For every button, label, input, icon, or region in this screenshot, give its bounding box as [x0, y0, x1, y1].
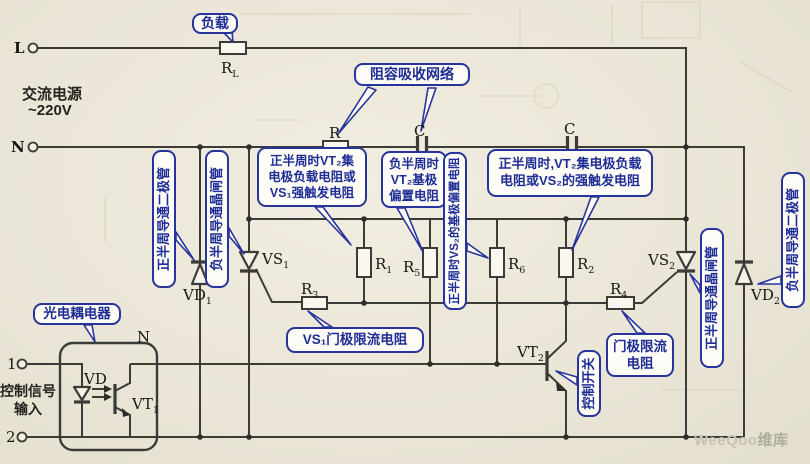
load-callout: 负载	[192, 13, 238, 34]
vs2-callout: 正半周导通晶闸管	[700, 228, 724, 368]
resistor-R2-symbol	[558, 247, 574, 278]
vt2-label: VT2	[517, 343, 544, 364]
terminal-2-label: 2	[6, 428, 16, 446]
thyristor-VS2-symbol	[675, 250, 697, 273]
coupler-arrow	[83, 324, 96, 343]
photocoupler-outline	[58, 341, 159, 452]
gate-row-wire	[327, 271, 678, 304]
resistor-R4-symbol	[606, 296, 635, 310]
terminal-L	[27, 42, 39, 54]
r6-label: R6	[508, 255, 526, 276]
transistor-VT2-symbol	[545, 351, 566, 391]
vd-led-label: VD	[84, 370, 107, 388]
coupler-wires	[27, 363, 131, 437]
snubber-arrow-c	[420, 87, 437, 132]
n-terminal-label: N	[11, 138, 25, 156]
ac-source-label: 交流电源	[22, 86, 83, 103]
vs2-label: VS2	[648, 251, 676, 272]
c2-label: C	[564, 120, 576, 138]
terminal-2	[16, 431, 28, 443]
vd2-label: VD2	[751, 286, 780, 307]
vs1-arrow	[228, 227, 245, 255]
coupler-n-label: N	[137, 328, 151, 346]
resistor-R5-symbol	[422, 247, 438, 278]
paper-bleed-artifacts	[104, 1, 793, 391]
vd1-callout: 正半周导通二极管	[152, 150, 176, 288]
snubber-callout: 阻容吸收网络	[354, 63, 470, 86]
r4-label: R4	[610, 280, 628, 301]
led-VD-symbol	[72, 385, 112, 404]
terminal-1	[16, 358, 28, 370]
n-line-wire	[38, 146, 745, 437]
coupler-callout: 光电耦电器	[33, 303, 121, 325]
vt2-callout: 控制开关	[577, 350, 601, 417]
vt2-arrow	[555, 370, 578, 386]
vs2-arrow	[689, 273, 701, 294]
snubber-arrow-r	[337, 86, 377, 135]
resistor-R1-symbol	[356, 247, 372, 278]
resistor-R6-symbol	[489, 247, 505, 278]
r5-label: R5	[403, 258, 421, 279]
r3-callout: VS₁门极限流电阻	[286, 327, 424, 353]
diode-VD2-symbol	[734, 260, 754, 286]
junction-dots	[197, 144, 689, 440]
terminals	[16, 42, 39, 443]
control-input-label-1: 控制信号	[0, 383, 56, 399]
c1-label: C	[414, 122, 426, 140]
l-terminal-label: L	[14, 39, 25, 57]
vd1-label: VD1	[183, 286, 212, 307]
vs1-callout: 负半周导通晶闸管	[205, 150, 229, 288]
thyristor-VS1-symbol	[238, 250, 260, 273]
phototransistor-VT1-symbol	[113, 384, 130, 417]
terminal-1-label: 1	[7, 355, 17, 373]
callout-arrows	[83, 30, 782, 386]
terminal-N	[27, 141, 39, 153]
rl-label: RL	[221, 59, 239, 80]
r6-arrow	[466, 242, 489, 259]
r2-label: R2	[577, 255, 595, 276]
resistor-RL-symbol	[219, 41, 247, 55]
vs1-label: VS1	[262, 250, 290, 271]
ac-voltage-label: ~220V	[28, 102, 72, 119]
r3-label: R3	[301, 280, 319, 301]
r1-arrow	[314, 206, 352, 246]
control-input-label-2: 输入	[14, 401, 42, 417]
r4-callout: 门极限流电阻	[606, 333, 674, 377]
resistor-leads-wire	[363, 219, 567, 364]
component-symbols	[72, 41, 754, 417]
r-snubber-label: R	[329, 124, 341, 142]
vd2-callout: 负半周导通二极管	[781, 172, 805, 308]
r1-label: R1	[375, 255, 393, 276]
resistor-R3-symbol	[301, 296, 328, 310]
watermark: WeeQoo维库	[694, 432, 789, 449]
led-light-arrows	[92, 388, 105, 398]
r5-arrow	[396, 207, 424, 253]
vt1-label: VT1	[132, 395, 159, 416]
r2-arrow	[571, 196, 600, 251]
vd2-arrow	[757, 275, 782, 285]
l-line-wire	[38, 47, 687, 219]
r4-arrow	[621, 310, 646, 334]
r3-arrow	[307, 310, 333, 328]
r2-callout: 正半周时,VT₂集电极负载电阻或VS₂的强触发电阻	[487, 149, 653, 197]
vs1-branch-wire	[248, 147, 302, 437]
r6-callout: 正半周时VS₂的基极偏置电阻	[443, 152, 467, 310]
wires	[27, 47, 745, 438]
vt2-wires	[130, 303, 567, 437]
vd1-arrow	[175, 231, 195, 261]
